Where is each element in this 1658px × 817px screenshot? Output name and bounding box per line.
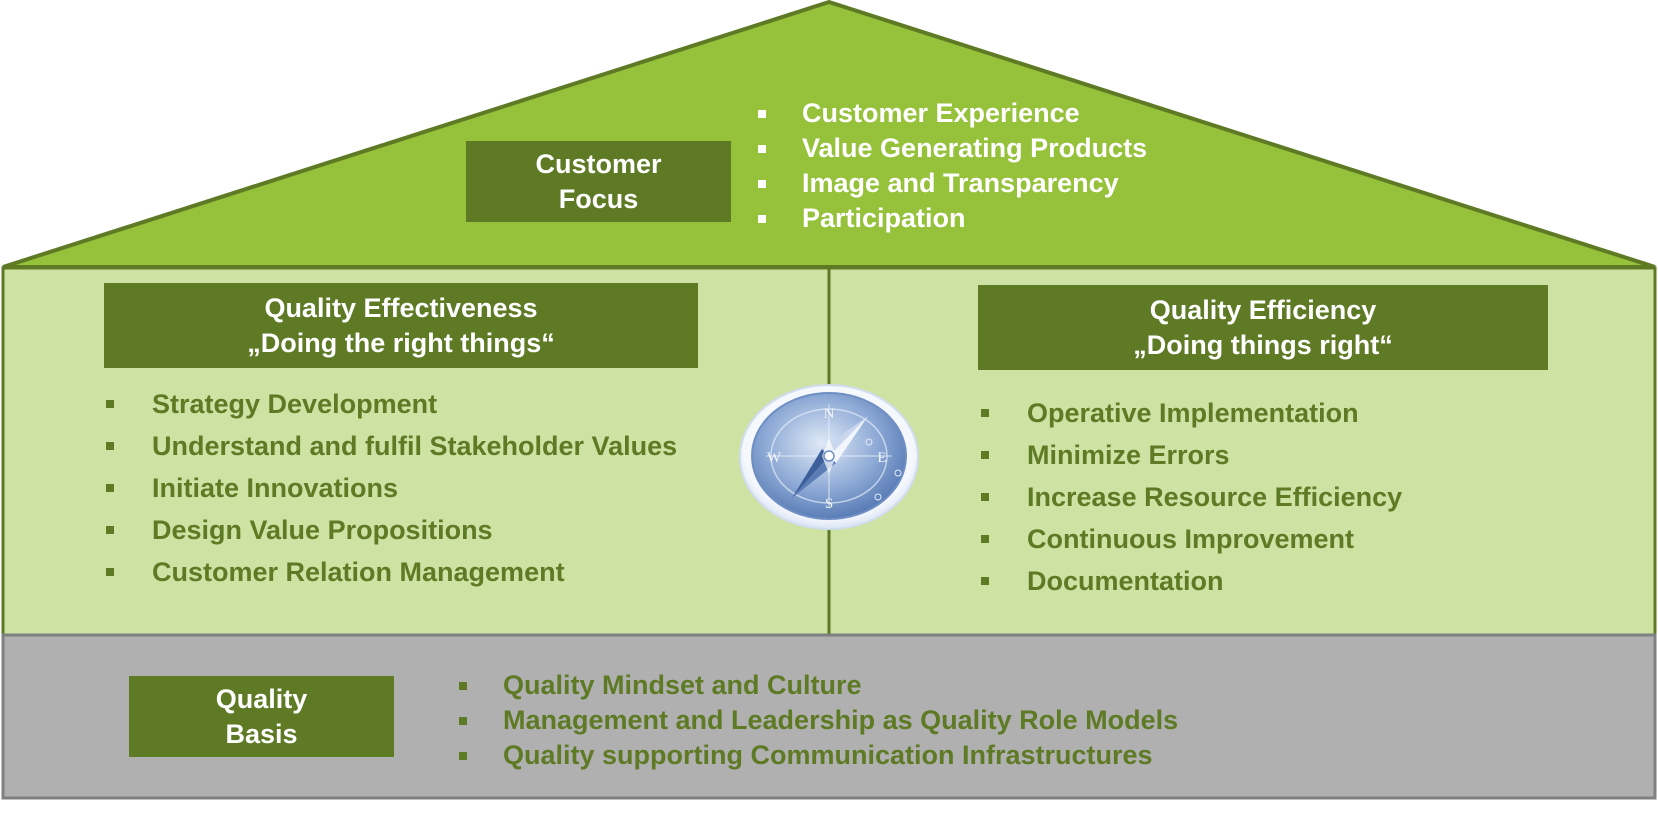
compass-s: S	[825, 496, 833, 512]
quality-efficiency-title: Quality Efficiency „Doing things right“	[978, 285, 1548, 370]
list-item: Quality supporting Communication Infrast…	[459, 738, 1178, 773]
bullet-icon	[459, 716, 467, 725]
bullet-icon	[106, 526, 114, 534]
quality-effectiveness-line1: Quality Effectiveness	[264, 292, 538, 323]
quality-basis-line1: Quality	[215, 683, 308, 714]
list-item: Design Value Propositions	[106, 509, 677, 551]
quality-efficiency-list: Operative Implementation Minimize Errors…	[981, 392, 1402, 602]
quality-basis-label: Quality Basis	[129, 676, 394, 757]
bullet-icon	[459, 751, 467, 760]
quality-effectiveness-list: Strategy Development Understand and fulf…	[106, 383, 677, 593]
bullet-icon	[758, 179, 766, 188]
list-item: Strategy Development	[106, 383, 677, 425]
bullet-icon	[981, 451, 989, 459]
bullet-icon	[106, 442, 114, 450]
list-item: Value Generating Products	[758, 131, 1147, 166]
list-item: Quality Mindset and Culture	[459, 668, 1178, 703]
list-item: Continuous Improvement	[981, 518, 1402, 560]
customer-focus-line1: Customer	[535, 148, 662, 179]
quality-basis-list: Quality Mindset and Culture Management a…	[459, 668, 1178, 773]
quality-basis-line2: Basis	[225, 718, 298, 749]
bullet-icon	[758, 109, 766, 118]
bullet-icon	[758, 214, 766, 223]
list-item: Understand and fulfil Stakeholder Values	[106, 425, 677, 467]
list-item: Customer Relation Management	[106, 551, 677, 593]
compass-w: W	[767, 450, 782, 466]
list-item: Image and Transparency	[758, 166, 1147, 201]
bullet-icon	[758, 144, 766, 153]
customer-focus-line2: Focus	[558, 183, 639, 214]
compass-e: E	[877, 450, 886, 466]
list-item: Customer Experience	[758, 96, 1147, 131]
list-item: Operative Implementation	[981, 392, 1402, 434]
customer-focus-list: Customer Experience Value Generating Pro…	[758, 96, 1147, 236]
bullet-icon	[981, 493, 989, 501]
compass-icon: N S W E	[739, 384, 919, 530]
list-item: Participation	[758, 201, 1147, 236]
bullet-icon	[981, 577, 989, 585]
bullet-icon	[981, 409, 989, 417]
bullet-icon	[106, 400, 114, 408]
bullet-icon	[981, 535, 989, 543]
list-item: Initiate Innovations	[106, 467, 677, 509]
bullet-icon	[459, 681, 467, 690]
list-item: Documentation	[981, 560, 1402, 602]
list-item: Increase Resource Efficiency	[981, 476, 1402, 518]
quality-effectiveness-title: Quality Effectiveness „Doing the right t…	[104, 283, 698, 368]
bullet-icon	[106, 484, 114, 492]
customer-focus-label: Customer Focus	[466, 141, 731, 222]
compass-n: N	[824, 406, 835, 422]
list-item: Minimize Errors	[981, 434, 1402, 476]
quality-efficiency-line1: Quality Efficiency	[1149, 294, 1377, 325]
list-item: Management and Leadership as Quality Rol…	[459, 703, 1178, 738]
bullet-icon	[106, 568, 114, 576]
quality-effectiveness-line2: „Doing the right things“	[247, 327, 555, 358]
quality-efficiency-line2: „Doing things right“	[1133, 329, 1393, 360]
